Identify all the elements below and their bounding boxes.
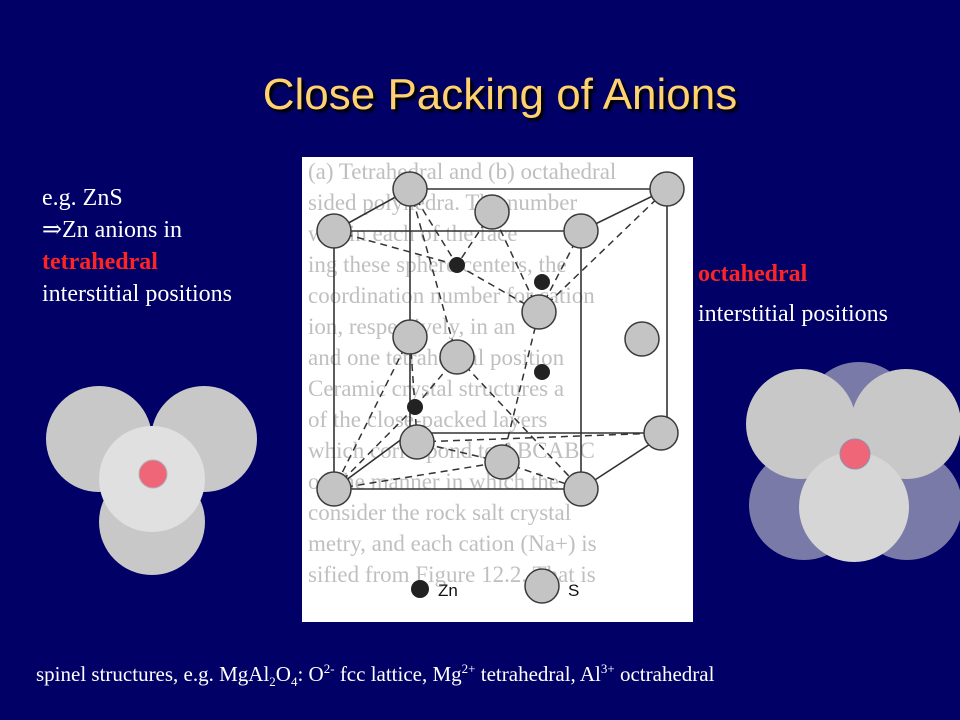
footnote-sub: 2 — [269, 674, 276, 690]
zn-atom — [534, 274, 550, 290]
front-anion-sphere — [851, 369, 960, 479]
legend-s-marker — [524, 568, 560, 604]
s-atom — [484, 444, 520, 480]
s-atom — [624, 321, 660, 357]
zn-atom — [449, 257, 465, 273]
s-atom — [316, 471, 352, 507]
s-atom — [474, 194, 510, 230]
legend-s-label: S — [568, 581, 579, 600]
s-atom — [392, 171, 428, 207]
s-atom — [316, 213, 352, 249]
faded-text-line: sided polyhedra. The number — [308, 190, 577, 215]
s-atom — [392, 319, 428, 355]
faded-text-line: consider the rock salt crystal — [308, 500, 571, 525]
legend-zn-marker — [411, 580, 429, 598]
octahedral-spheres-svg — [746, 362, 960, 562]
unit-cell-svg: (a) Tetrahedral and (b) octahedral sided … — [308, 159, 685, 604]
s-atom — [649, 171, 685, 207]
footnote-text: O — [275, 662, 291, 686]
footnote-text: fcc lattice, Mg — [334, 662, 462, 686]
faded-text-line: ing these sphere centers, the — [308, 252, 567, 277]
s-atom — [563, 471, 599, 507]
octahedral-label: octahedral — [698, 261, 808, 287]
zn-anions-line: ⇒Zn anions in — [42, 214, 302, 246]
implies-arrow-icon: ⇒ — [42, 217, 63, 243]
tetrahedral-bonds — [333, 188, 668, 490]
footnote-sub: 4 — [290, 674, 298, 690]
tetrahedral-label: tetrahedral — [42, 249, 158, 275]
legend: Zn S — [411, 568, 579, 604]
tetrahedral-spheres-svg — [46, 386, 257, 575]
faded-text-line: metry, and each cation (Na+) is — [308, 531, 597, 556]
tetrahedral-cation — [138, 459, 168, 489]
faded-text-line: Ceramic crystal structures a — [308, 376, 564, 401]
s-atom — [643, 415, 679, 451]
s-atom — [563, 213, 599, 249]
tetrahedral-description: e.g. ZnS ⇒Zn anions in tetrahedral inter… — [42, 182, 302, 310]
faded-text-line: (a) Tetrahedral and (b) octahedral — [308, 159, 616, 184]
octahedral-cation — [839, 438, 871, 470]
s-atom — [399, 424, 435, 460]
faded-text-line: and one tetrahedral position — [308, 345, 565, 370]
interstitial-text-left: interstitial positions — [42, 281, 232, 307]
s-atom — [521, 294, 557, 330]
footnote-sup: 3+ — [600, 661, 615, 676]
example-text: e.g. ZnS — [42, 185, 123, 211]
zns-unit-cell-figure: (a) Tetrahedral and (b) octahedral sided … — [302, 157, 693, 622]
legend-zn-label: Zn — [438, 581, 458, 600]
octahedral-site-diagram — [746, 362, 960, 567]
footnote-text: octrahedral — [614, 662, 715, 686]
interstitial-text-right: interstitial positions — [698, 301, 888, 327]
footnote-sup: 2+ — [461, 661, 476, 676]
front-anion-sphere — [799, 452, 909, 562]
footnote-text: tetrahedral, Al — [475, 662, 601, 686]
sulfur-atoms — [316, 171, 685, 507]
slide-title: Close Packing of Anions — [262, 70, 738, 119]
zn-anions-text: Zn anions in — [62, 217, 182, 243]
zn-atom — [407, 399, 423, 415]
s-atom — [439, 339, 475, 375]
footnote-text: spinel structures, e.g. MgAl — [36, 662, 270, 686]
zn-atom — [534, 364, 550, 380]
spinel-footnote: spinel structures, e.g. MgAl2O4: O2- fcc… — [36, 661, 956, 690]
front-anion-sphere — [746, 369, 856, 479]
zinc-atoms — [407, 257, 550, 415]
octahedral-description: octahedral interstitial positions — [698, 254, 960, 334]
tetrahedral-site-diagram — [44, 386, 262, 587]
footnote-text: : O — [297, 662, 324, 686]
footnote-sup: 2- — [323, 661, 335, 676]
faded-book-text: (a) Tetrahedral and (b) octahedral sided … — [308, 159, 616, 587]
